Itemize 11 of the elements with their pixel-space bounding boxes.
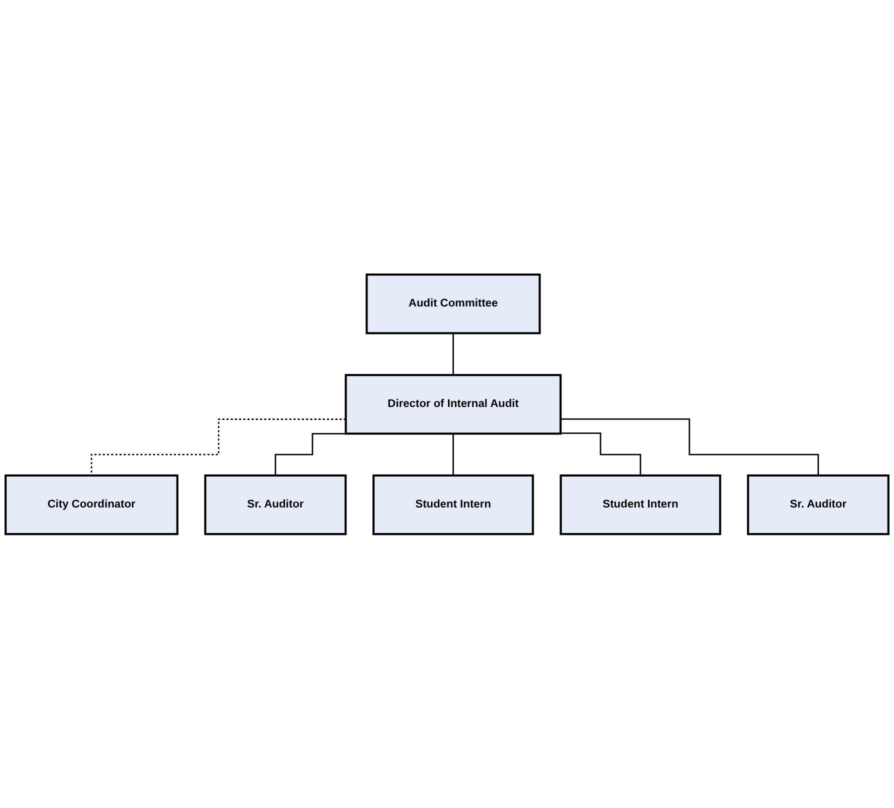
connector [452,332,454,376]
connector [452,432,454,476]
node-box: City Coordinator [4,474,178,535]
node-box: Sr. Auditor [747,474,890,535]
node-box: Student Intern [372,474,534,535]
node-box: Director of Internal Audit [344,374,562,434]
node-box: Audit Committee [366,273,541,334]
connector [560,432,642,476]
connector [560,418,819,476]
node-box: Student Intern [560,474,722,535]
node-box: Sr. Auditor [204,474,347,535]
